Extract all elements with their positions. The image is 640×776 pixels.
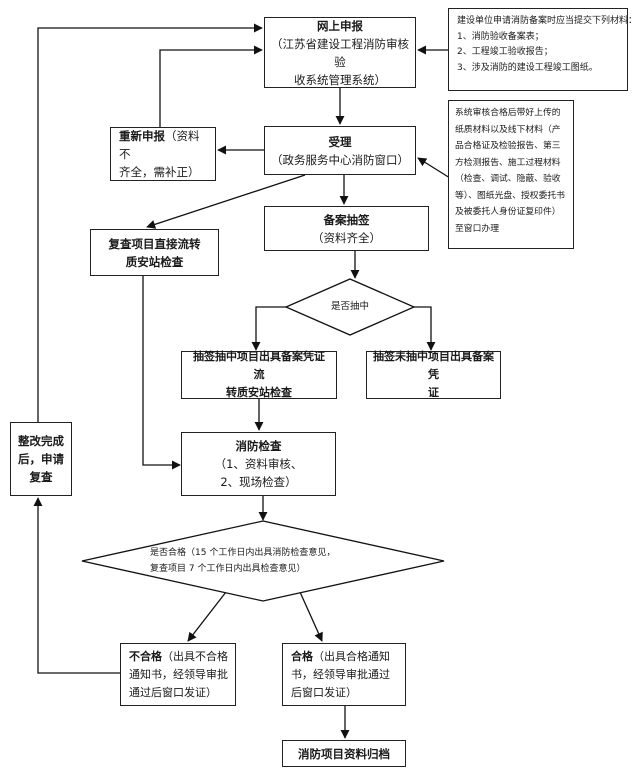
drawn-no-box: 抽签未抽中项目出具备案凭 证 <box>366 350 501 399</box>
recheck-transfer-line-1: 复查项目直接流转 <box>108 236 201 251</box>
drawn-yes-box: 抽签抽中项目出具备案凭证流 转质安站检查 <box>181 350 337 399</box>
online-application-line-1: （江苏省建设工程消防审核验 <box>271 36 409 69</box>
system-check-note-line-3: 品合格证及检验报告、第三 <box>455 141 561 151</box>
online-application-box: 网上申报 （江苏省建设工程消防审核验 收系统管理系统） <box>264 17 416 88</box>
materials-note-line-3: 2、工程竣工验收报告； <box>457 47 553 57</box>
drawn-yes-line-1: 抽签抽中项目出具备案凭证流 <box>193 350 325 381</box>
materials-note-line-4: 3、涉及消防的建设工程竣工图纸。 <box>457 62 598 73</box>
arrow-fail-to-rectify <box>33 497 120 674</box>
system-check-note-line-1: 系统审核合格后带好上传的 <box>455 108 561 118</box>
drawn-no-line-1: 抽签未抽中项目出具备案凭 <box>373 350 494 381</box>
resubmit-line-2: 齐全，需补正） <box>119 165 200 179</box>
arrow-note-to-accept <box>417 157 451 179</box>
materials-note: 建设单位申请消防备案时应当提交下列材料： 1、消防验收备案表； 2、工程竣工验收… <box>448 8 638 91</box>
system-check-note: 系统审核合格后带好上传的 纸质材料以及线下材料（产 品合格证及检验报告、第三 方… <box>448 100 574 249</box>
arrow-resubmit-to-online <box>159 45 263 127</box>
recheck-transfer-box: 复查项目直接流转 质安站检查 <box>90 229 219 276</box>
resubmit-title: 重新申报 <box>119 129 165 143</box>
decision-pass-line-1: 是否合格（15 个工作日内出具消防检查意见， <box>150 548 336 558</box>
pass-box: 合格（出具合格通知 书，经领导审批通过 后窗口发证） <box>282 643 406 706</box>
system-check-note-line-6: 等）、图纸光盘、授权委托书 <box>455 190 565 201</box>
fail-title: 不合格 <box>129 649 162 663</box>
system-check-note-line-5: （检查、调试、隐蔽、验收 <box>455 174 561 184</box>
decision-pass-label: 是否合格（15 个工作日内出具消防检查意见， 复查项目 7 个工作日内出具检查意… <box>150 545 380 577</box>
rectify-box: 整改完成 后，申请 复查 <box>10 422 72 496</box>
arrow-decision-to-fail <box>187 591 227 642</box>
drawn-yes-line-2: 转质安站检查 <box>226 386 292 399</box>
system-check-note-line-8: 至窗口办理 <box>455 223 499 234</box>
arrow-decision-yes <box>251 306 288 351</box>
drawn-no-line-2: 证 <box>428 386 439 399</box>
system-check-note-line-7: 及被委托人身份证复印件） <box>455 207 561 217</box>
decision-drawn-diamond <box>284 278 416 336</box>
materials-note-line-2: 1、消防验收备案表； <box>457 31 544 42</box>
accept-line-1: （政务服务中心消防窗口） <box>271 152 409 167</box>
fail-line-2: 通知书，经领导审批 <box>129 667 228 681</box>
pass-line-2: 书，经领导审批通过 <box>291 667 390 681</box>
fire-inspection-line-2: 2、现场检查） <box>220 475 297 489</box>
pass-title: 合格 <box>291 649 313 663</box>
fail-line-1: （出具不合格 <box>162 649 228 663</box>
spot-draw-line-1: （资料齐全） <box>312 230 381 245</box>
online-application-title: 网上申报 <box>317 18 363 33</box>
resubmit-box: 重新申报（资料不 齐全，需补正） <box>110 127 216 181</box>
rectify-line-2: 后，申请 <box>18 452 64 466</box>
recheck-transfer-line-2: 质安站检查 <box>125 254 184 269</box>
system-check-note-line-2: 纸质材料以及线下材料（产 <box>455 124 561 135</box>
arrow-recheck-to-inspection <box>142 276 181 470</box>
fail-box: 不合格（出具不合格 通知书，经领导审批 通过后窗口发证） <box>120 643 236 706</box>
accept-title: 受理 <box>328 134 352 149</box>
materials-note-line-1: 建设单位申请消防备案时应当提交下列材料： <box>457 16 638 26</box>
fire-inspection-line-1: （1、资料审核、 <box>214 457 303 471</box>
online-application-line-2: 收系统管理系统） <box>294 72 386 87</box>
pass-line-3: 后窗口发证） <box>291 685 357 699</box>
archive-box: 消防项目资料归档 <box>282 740 406 767</box>
decision-drawn-label: 是否抽中 <box>330 301 369 312</box>
arrow-accept-to-recheck <box>146 174 306 229</box>
rectify-line-3: 复查 <box>29 470 53 484</box>
fire-inspection-box: 消防检查 （1、资料审核、 2、现场检查） <box>181 432 336 496</box>
accept-box: 受理 （政务服务中心消防窗口） <box>264 126 416 175</box>
decision-pass-line-2: 复查项目 7 个工作日内出具检查意见） <box>150 564 306 574</box>
arrow-decision-no <box>413 306 436 351</box>
system-check-note-line-4: 方检测报告、施工过程材料 <box>455 157 561 168</box>
spot-draw-box: 备案抽签 （资料齐全） <box>264 206 429 251</box>
arrow-rectify-to-online <box>37 23 263 422</box>
arrow-decision-to-pass <box>299 591 323 642</box>
fire-inspection-title: 消防检查 <box>235 439 282 453</box>
decision-pass-diamond <box>81 520 445 602</box>
fail-line-3: 通过后窗口发证） <box>129 685 217 699</box>
spot-draw-title: 备案抽签 <box>323 212 370 227</box>
pass-line-1: （出具合格通知 <box>313 649 390 663</box>
rectify-line-1: 整改完成 <box>18 434 64 448</box>
archive-label: 消防项目资料归档 <box>298 746 390 761</box>
resubmit-line-1: （资料不 <box>119 129 200 161</box>
